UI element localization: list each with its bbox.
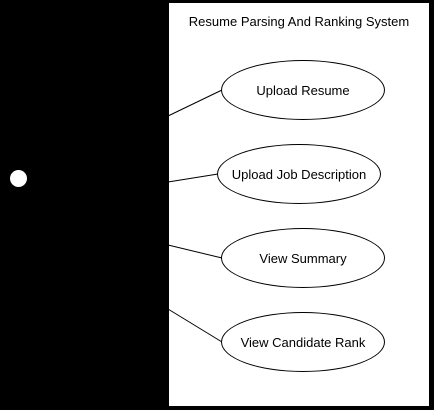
system-title: Resume Parsing And Ranking System xyxy=(188,14,410,29)
use-case-view-candidate-rank[interactable]: View Candidate Rank xyxy=(221,312,385,372)
use-case-upload-resume[interactable]: Upload Resume xyxy=(221,60,385,120)
use-case-label: Upload Resume xyxy=(256,82,350,98)
actor-icon xyxy=(10,170,27,187)
use-case-label: View Summary xyxy=(259,250,347,266)
use-case-upload-job-description[interactable]: Upload Job Description xyxy=(217,144,381,204)
use-case-label: Upload Job Description xyxy=(231,166,367,182)
use-case-view-summary[interactable]: View Summary xyxy=(221,228,385,288)
use-case-label: View Candidate Rank xyxy=(240,334,366,350)
